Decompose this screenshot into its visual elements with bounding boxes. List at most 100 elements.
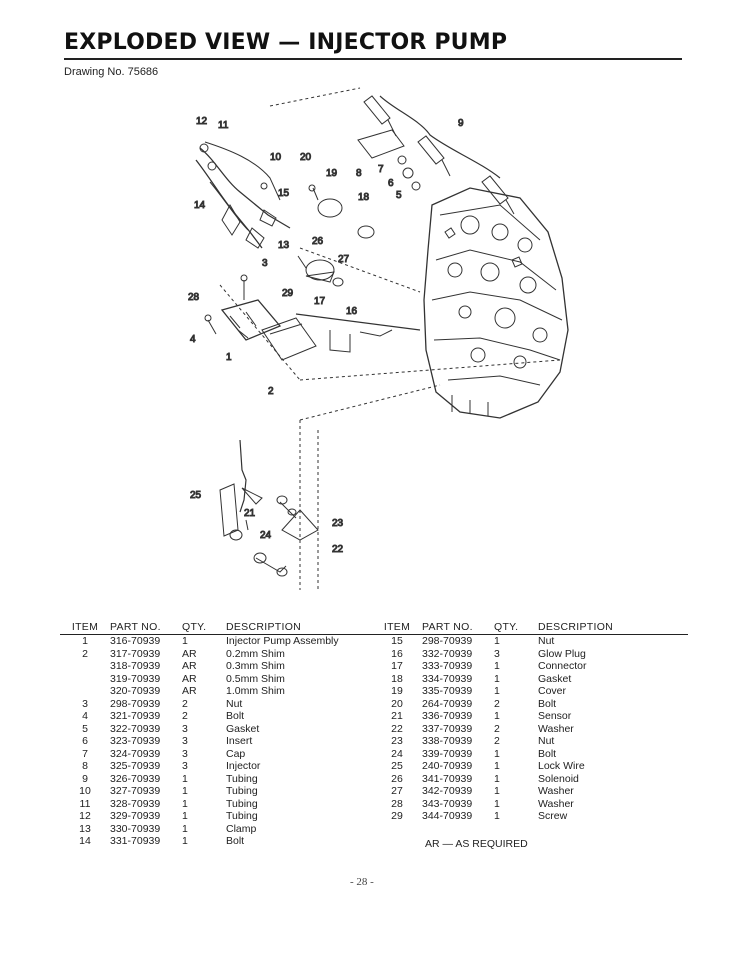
cell-description: Bolt [538,697,557,710]
callout-2: 2 [268,386,274,397]
cell-item: 19 [391,685,403,697]
cell-description: Tubing [226,785,258,797]
header-item: ITEM [372,620,422,635]
engine-block [423,187,569,419]
cell-description: Washer [538,797,574,810]
callout-19: 19 [326,168,338,179]
injector-pump [204,274,317,361]
callout-29: 29 [282,288,294,299]
exploded-view-diagram: 12 11 10 20 19 8 7 6 5 9 15 18 14 26 13 … [188,87,569,590]
cell-item: 29 [391,810,403,822]
cell-part-no: 322-70939 [110,722,161,735]
cell-description: Nut [538,735,555,747]
callout-24: 24 [260,530,272,541]
callout-15: 15 [278,188,290,199]
cell-qty: 1 [494,772,500,785]
header-part-no: PART NO. [110,620,182,635]
cell-description: Bolt [226,710,245,722]
cell-description: 0.5mm Shim [226,672,285,685]
cell-part-no: 320-70939 [110,685,161,697]
cell-item: 6 [82,735,88,747]
cell-item: 5 [82,722,88,735]
cell-part-no: 298-70939 [422,635,473,647]
cell-description: 0.2mm Shim [226,647,285,660]
cell-description: Insert [226,735,253,747]
cell-description: Tubing [226,772,258,785]
cell-item: 15 [391,635,403,647]
cell-item: 25 [391,760,403,772]
cell-qty: 1 [182,835,188,847]
cell-qty: 2 [494,697,500,710]
cell-part-no: 264-70939 [422,697,473,710]
callout-12: 12 [196,116,208,127]
cell-qty: 1 [182,772,188,785]
cell-qty: 1 [494,635,500,647]
cell-item [60,685,110,698]
cell-part-no: 331-70939 [110,835,161,847]
connector-glow-plugs [295,313,421,353]
cell-qty: 1 [494,797,500,810]
cell-qty: 2 [494,735,500,747]
cell-part-no: 325-70939 [110,760,161,772]
cell-qty: AR [182,685,197,697]
callout-18: 18 [358,192,370,203]
injectors [363,95,515,215]
cell-qty: 1 [182,797,188,810]
cell-part-no: 339-70939 [422,747,473,760]
cell-qty: 3 [182,760,188,772]
callout-4: 4 [190,334,196,345]
cell-part-no: 324-70939 [110,747,161,760]
cell-item: 16 [391,647,403,660]
cell-part-no: 318-70939 [110,660,161,672]
cell-description: Lock Wire [538,760,585,772]
cell-item: 9 [82,772,88,785]
cell-part-no: 328-70939 [110,797,161,810]
cell-description: Tubing [226,797,258,810]
cell-description: Nut [538,635,555,647]
cell-qty: 3 [494,647,500,660]
leader-lines [219,87,561,590]
title-rule [64,58,682,60]
cell-item [60,660,110,673]
callout-23: 23 [332,518,344,529]
header-description: DESCRIPTION [538,620,688,635]
cell-qty: 1 [494,672,500,685]
cell-item: 1 [82,635,88,647]
cell-qty: 1 [494,660,500,672]
callout-1: 1 [226,352,232,363]
callout-22: 22 [332,544,344,555]
cell-part-no: 321-70939 [110,710,161,722]
cell-item: 2 [82,647,88,660]
cell-qty: 2 [494,722,500,735]
callout-13: 13 [278,240,290,251]
cell-item [60,673,110,686]
cell-part-no: 330-70939 [110,822,161,835]
cell-qty: 3 [182,735,188,747]
cell-qty: 1 [494,760,500,772]
cell-part-no: 343-70939 [422,797,473,810]
cell-description: Screw [538,810,568,822]
cell-description: Injector [226,760,261,772]
header-qty: QTY. [182,620,226,635]
header-qty: QTY. [494,620,538,635]
cell-qty: 1 [182,810,188,822]
cell-description: 0.3mm Shim [226,660,285,672]
cell-description: Clamp [226,822,257,835]
